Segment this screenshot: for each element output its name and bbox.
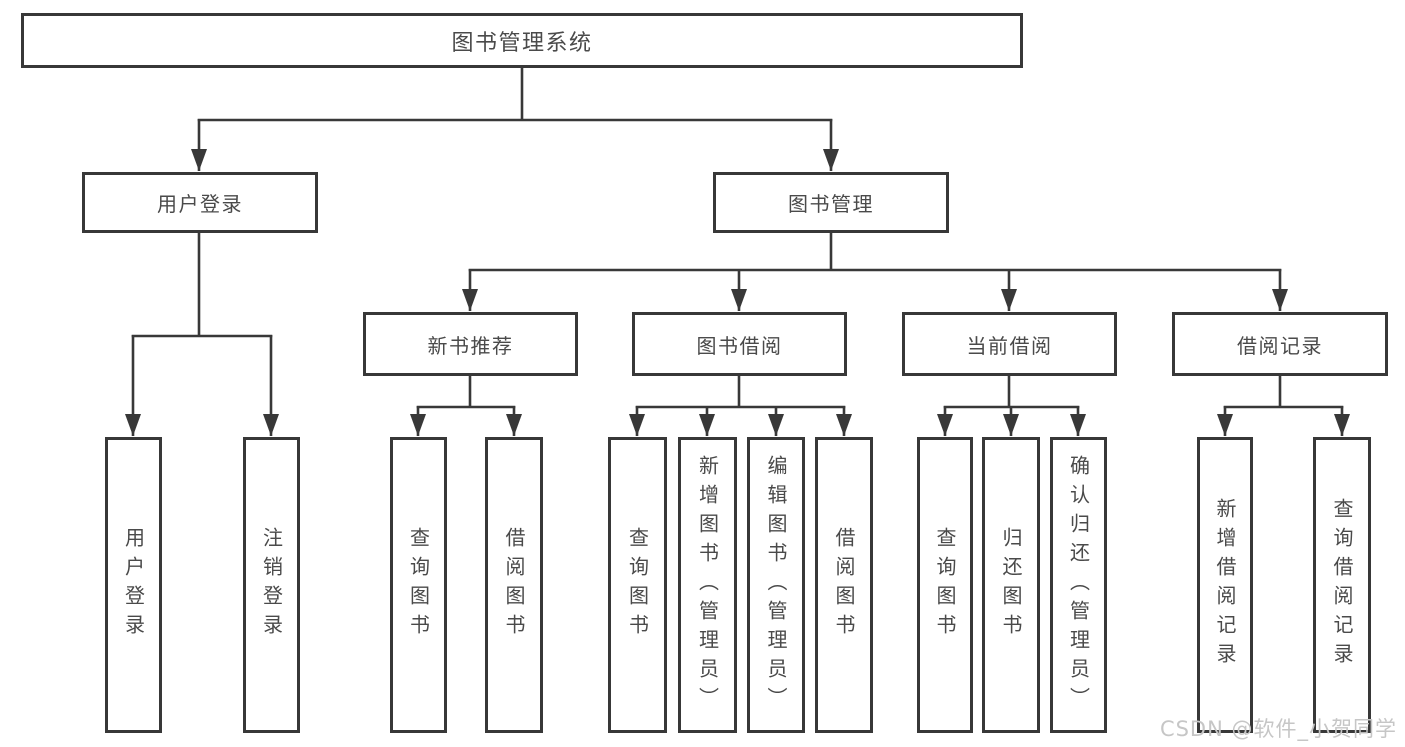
- node-root-label: 图书管理系统: [451, 30, 593, 56]
- node-leaf-borrow-book-1: 借阅图书: [485, 437, 543, 733]
- node-root: 图书管理系统: [21, 13, 1023, 68]
- node-new-book-recommend: 新书推荐: [363, 312, 578, 376]
- node-leaf-query-borrow-record-label: 查询借阅记录: [1330, 498, 1354, 672]
- node-leaf-user-login-label: 用户登录: [121, 527, 146, 643]
- node-book-management: 图书管理: [713, 172, 949, 233]
- node-leaf-query-book-3: 查询图书: [917, 437, 973, 733]
- node-new-book-recommend-label: 新书推荐: [427, 333, 514, 358]
- node-current-borrow-label: 当前借阅: [966, 333, 1053, 358]
- node-leaf-return-book: 归还图书: [982, 437, 1040, 733]
- node-borrow-record: 借阅记录: [1172, 312, 1388, 376]
- node-leaf-query-book-1-label: 查询图书: [406, 527, 431, 643]
- node-leaf-edit-book-admin: 编辑图书（管理员）: [747, 437, 805, 733]
- node-leaf-confirm-return-admin: 确认归还（管理员）: [1050, 437, 1107, 733]
- watermark: CSDN @软件_小贺同学: [1159, 717, 1397, 741]
- node-leaf-confirm-return-admin-label: 确认归还（管理员）: [1066, 454, 1091, 716]
- node-borrow-record-label: 借阅记录: [1237, 333, 1323, 358]
- node-leaf-logout: 注销登录: [243, 437, 300, 733]
- node-leaf-borrow-book-2-label: 借阅图书: [832, 527, 856, 643]
- node-leaf-add-book-admin-label: 新增图书（管理员）: [695, 454, 720, 716]
- node-current-borrow: 当前借阅: [902, 312, 1117, 376]
- node-book-borrow-label: 图书借阅: [696, 333, 783, 358]
- node-user-login-label: 用户登录: [157, 192, 243, 216]
- node-book-borrow: 图书借阅: [632, 312, 847, 376]
- node-leaf-query-book-2: 查询图书: [608, 437, 667, 733]
- node-leaf-add-book-admin: 新增图书（管理员）: [678, 437, 737, 733]
- node-book-management-label: 图书管理: [788, 192, 874, 216]
- node-leaf-query-book-2-label: 查询图书: [625, 527, 650, 643]
- node-leaf-user-login: 用户登录: [105, 437, 162, 733]
- node-leaf-return-book-label: 归还图书: [999, 527, 1023, 643]
- node-leaf-query-book-3-label: 查询图书: [933, 527, 957, 643]
- node-user-login: 用户登录: [82, 172, 318, 233]
- node-leaf-add-borrow-record-label: 新增借阅记录: [1213, 498, 1237, 672]
- node-leaf-add-borrow-record: 新增借阅记录: [1197, 437, 1253, 733]
- node-leaf-query-book-1: 查询图书: [390, 437, 447, 733]
- node-leaf-logout-label: 注销登录: [259, 527, 284, 643]
- node-leaf-edit-book-admin-label: 编辑图书（管理员）: [764, 454, 788, 716]
- node-leaf-query-borrow-record: 查询借阅记录: [1313, 437, 1371, 733]
- node-leaf-borrow-book-2: 借阅图书: [815, 437, 873, 733]
- node-leaf-borrow-book-1-label: 借阅图书: [502, 527, 526, 643]
